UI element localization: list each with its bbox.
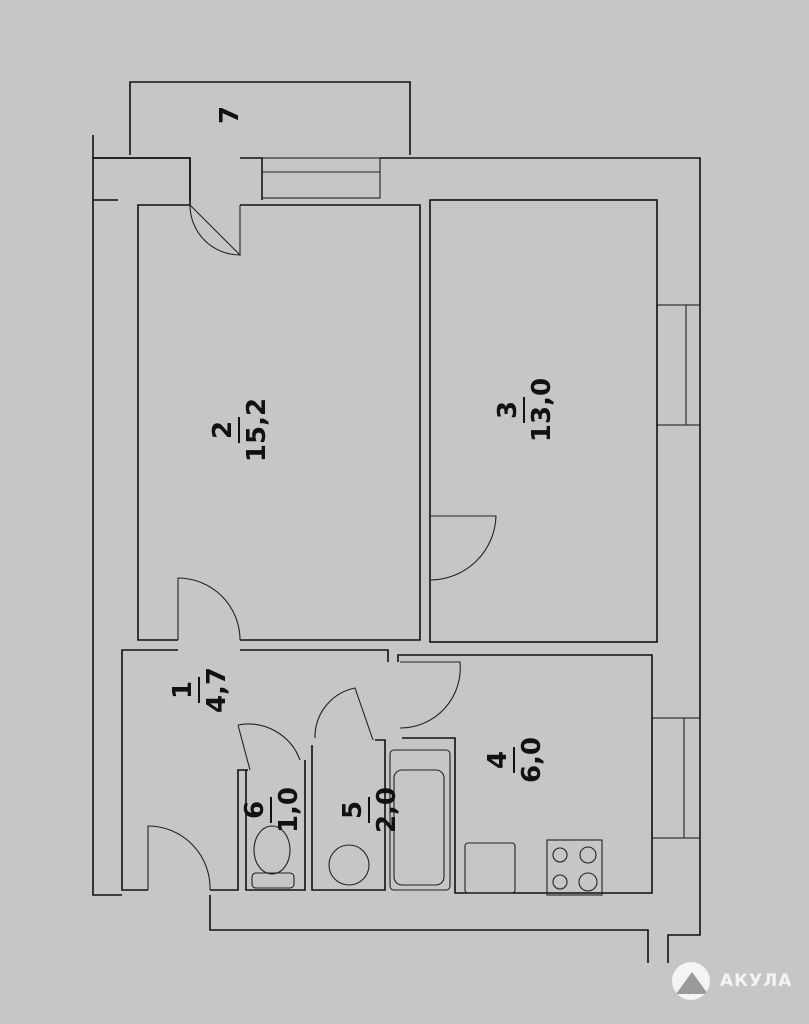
watermark-logo: АКУЛА xyxy=(672,962,792,1000)
room-2-outline xyxy=(137,204,421,641)
room-4-outline xyxy=(397,654,653,894)
room-3-outline xyxy=(429,199,658,643)
stove-burner xyxy=(578,872,598,892)
window-top xyxy=(261,157,381,199)
window-room-3 xyxy=(656,304,701,426)
bathtub xyxy=(389,749,451,891)
door-bath xyxy=(314,687,374,741)
toilet xyxy=(253,825,291,875)
sink xyxy=(328,844,370,886)
room-1-outline xyxy=(121,649,389,891)
watermark-text: АКУЛА xyxy=(720,971,793,991)
stove-burner xyxy=(552,874,568,890)
room-number: 7 xyxy=(215,105,245,125)
stove-burner xyxy=(552,847,568,863)
door-room-3 xyxy=(429,515,497,581)
room-7-label: 7 xyxy=(215,95,245,135)
door-room-2 xyxy=(177,577,241,641)
stove xyxy=(546,839,603,896)
door-entrance xyxy=(147,825,211,891)
stove-burner xyxy=(579,846,597,864)
window-kitchen xyxy=(651,717,701,839)
door-kitchen xyxy=(399,661,461,729)
room-6-outline xyxy=(245,760,306,891)
kitchen-sink xyxy=(464,842,516,894)
shark-logo-icon xyxy=(672,962,710,1000)
balcony-outline xyxy=(129,81,411,155)
outer-wall xyxy=(93,157,191,200)
door-toilet xyxy=(237,723,301,771)
room-5-outline xyxy=(311,739,386,891)
door-balcony xyxy=(189,204,241,257)
